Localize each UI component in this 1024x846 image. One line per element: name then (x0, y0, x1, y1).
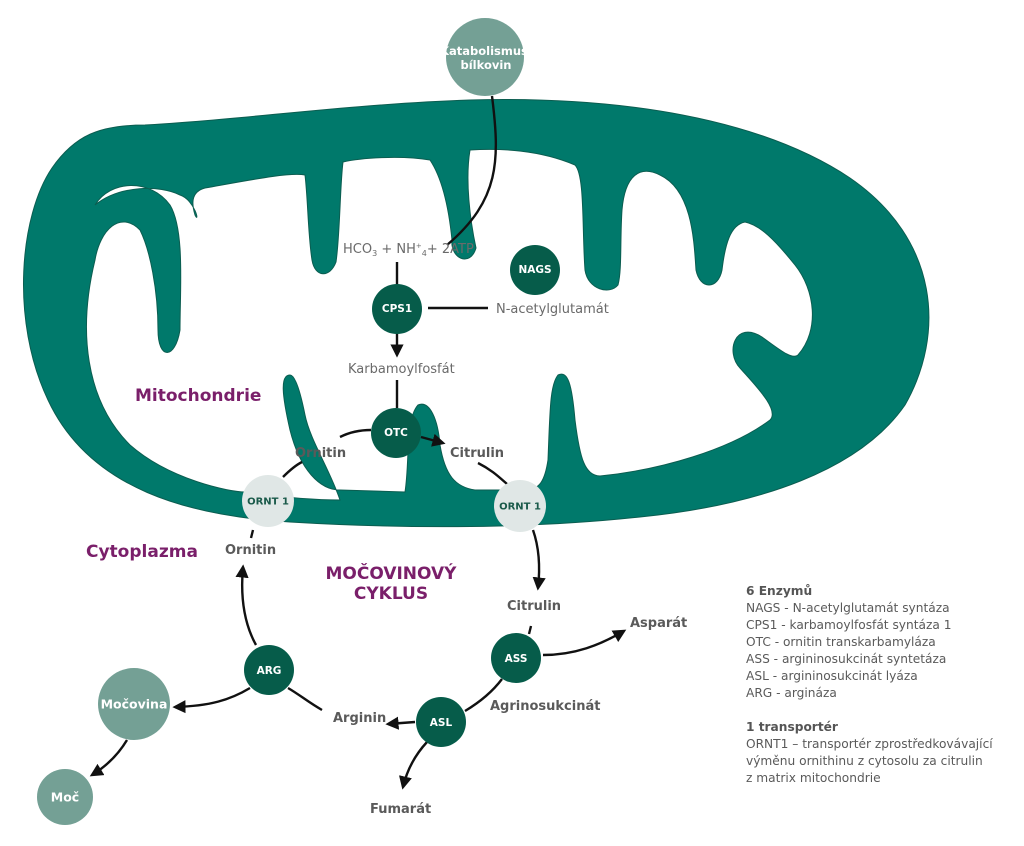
atp-text: + 2ATP (427, 242, 474, 257)
flow-ornitin-to-otc (339, 428, 372, 439)
flow-ass-to-asl (464, 678, 503, 713)
urine-label: Moč (51, 790, 79, 805)
hco3-text: HCO (343, 242, 372, 257)
mitochondrion-membrane (23, 99, 930, 528)
flow-ass-to-asparat (542, 629, 627, 657)
enzyme-ass (491, 633, 541, 683)
enzyme-ass-label: ASS (505, 653, 528, 665)
region-cytoplasm: Cytoplazma (86, 542, 198, 562)
enzyme-asl (416, 697, 466, 747)
urea-label: Močovina (101, 697, 168, 712)
protein-catabolism-node (446, 18, 524, 96)
enzyme-cps1 (372, 284, 422, 334)
flow-ornt-to-citrulin-cyto (531, 529, 546, 591)
legend-enzyme-item: NAGS - N-acetylglutamát syntáza (746, 601, 950, 615)
citrulline-cyto-label: Citrulin (507, 599, 561, 614)
region-mitochondria: Mitochondrie (135, 386, 261, 406)
transporter-ornt1-right (494, 480, 546, 532)
fumarate-label: Fumarát (370, 802, 431, 817)
legend-transporter-line: výměnu ornithinu z cytosolu za citrulin (746, 754, 983, 768)
enzyme-otc (371, 408, 421, 458)
legend-spacer (746, 702, 1016, 719)
enzyme-nags (510, 245, 560, 295)
flow-asl-to-arginin (385, 716, 416, 730)
transporter-ornt1-right-label: ORNT 1 (499, 502, 541, 513)
cycle-title-line1: MOČOVINOVÝ (325, 562, 457, 584)
carbamoyl-phosphate-label: Karbamoylfosfát (348, 362, 455, 377)
flow-ornitin-cyto-to-ornt (249, 529, 255, 539)
cycle-title-line2: CYKLUS (354, 584, 428, 604)
enzyme-otc-label: OTC (384, 427, 408, 439)
protein-catabolism-label-1: Katabolismus (440, 44, 528, 58)
transporter-ornt1-left (242, 475, 294, 527)
ornithine-mito-label: Ornitin (295, 446, 346, 461)
nh4-subscript: 4 (422, 249, 427, 258)
flow-mocovina-to-moc (89, 739, 129, 777)
enzyme-cps1-label: CPS1 (382, 303, 412, 315)
flow-asl-to-fumarat (398, 741, 428, 790)
hco3-subscript: 3 (372, 249, 377, 258)
flow-ornt-to-ornitin-mito (282, 460, 303, 478)
flow-arginin-to-arg (287, 686, 323, 712)
arginine-label: Arginin (333, 711, 386, 726)
n-acetylglutamate-label: N-acetylglutamát (496, 302, 609, 317)
legend-transporter-line: z matrix mitochondrie (746, 771, 881, 785)
legend-transporter-heading: 1 transportér (746, 720, 838, 734)
enzyme-arg (244, 645, 294, 695)
ornithine-cyto-label: Ornitin (225, 543, 276, 558)
flow-arg-to-ornitin-cyto (235, 564, 258, 646)
legend-enzyme-item: CPS1 - karbamoylfosfát syntáza 1 (746, 618, 952, 632)
legend: 6 Enzymů NAGS - N-acetylglutamát syntáza… (746, 583, 1016, 787)
enzyme-nags-label: NAGS (518, 264, 551, 276)
protein-catabolism-label-2: bílkovin (461, 58, 512, 72)
flow-otc-to-citrulin (420, 433, 446, 447)
nh-text: + NH (377, 242, 416, 257)
aspartate-label: Asparát (630, 616, 687, 631)
legend-enzyme-item: ASL - argininosukcinát lyáza (746, 669, 918, 683)
transporter-ornt1-left-label: ORNT 1 (247, 497, 289, 508)
nh4-superscript: + (416, 242, 422, 250)
urine-node (37, 769, 93, 825)
flow-citrulin-to-ornt (477, 461, 508, 485)
substrates-label: HCO3 + NH+4+ 2ATP (343, 242, 474, 258)
legend-enzyme-item: OTC - ornitin transkarbamyláza (746, 635, 936, 649)
legend-transporter-line: ORNT1 – transportér zprostředkovávající (746, 737, 993, 751)
enzyme-arg-label: ARG (257, 665, 282, 677)
svg-text:Katabolismus bílkovin: Katabolismus bílkovin (440, 44, 532, 72)
legend-enzyme-item: ARG - argináza (746, 686, 837, 700)
legend-enzymes-heading: 6 Enzymů (746, 584, 813, 598)
argininosuccinate-label: Agrinosukcinát (490, 699, 600, 714)
legend-enzyme-item: ASS - argininosukcinát syntetáza (746, 652, 947, 666)
citrulline-mito-label: Citrulin (450, 446, 504, 461)
urea-node (98, 668, 170, 740)
enzyme-asl-label: ASL (430, 717, 453, 729)
flow-arg-to-mocovina (172, 686, 251, 714)
flow-citrulin-to-ass (527, 625, 533, 635)
flow-catabolism-to-substrates (446, 95, 498, 246)
